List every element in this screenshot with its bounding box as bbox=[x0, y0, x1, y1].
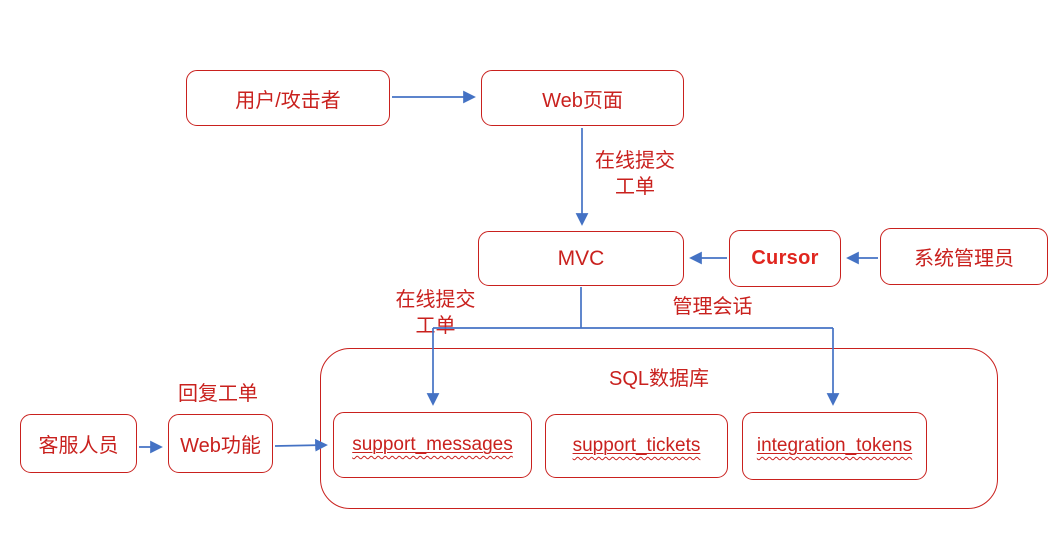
node-mvc-label: MVC bbox=[557, 246, 605, 270]
edge-label-manage-session: 管理会话 bbox=[672, 296, 753, 318]
arrow-webfunction-to-support-messages bbox=[274, 438, 328, 452]
edge-label-submit-ticket-mvc: 在线提交 工单 bbox=[395, 289, 476, 338]
node-support-staff-label: 客服人员 bbox=[38, 435, 119, 457]
node-user-attacker-label: 用户/攻击者 bbox=[235, 89, 341, 112]
node-support-tickets: support_tickets bbox=[545, 414, 728, 478]
node-sys-admin: 系统管理员 bbox=[880, 228, 1048, 285]
node-web-page-label: Web页面 bbox=[542, 89, 623, 112]
node-web-function-label: Web功能 bbox=[180, 435, 261, 457]
node-support-messages: support_messages bbox=[333, 412, 532, 478]
node-user-attacker: 用户/攻击者 bbox=[186, 70, 390, 126]
node-web-function: Web功能 bbox=[168, 414, 273, 473]
support-tickets-underline: support_tickets bbox=[573, 432, 701, 460]
node-support-tickets-label: support_tickets bbox=[572, 435, 701, 457]
sql-database-title: SQL数据库 bbox=[608, 368, 710, 390]
node-support-staff: 客服人员 bbox=[20, 414, 137, 473]
node-cursor-label: Cursor bbox=[751, 247, 819, 269]
node-support-messages-label: support_messages bbox=[352, 434, 513, 456]
node-integration-tokens-label: integration_tokens bbox=[756, 435, 913, 457]
edge-label-reply-ticket: 回复工单 bbox=[178, 383, 258, 405]
node-cursor: Cursor bbox=[729, 230, 841, 287]
node-mvc: MVC bbox=[478, 231, 684, 286]
integration-tokens-underline: integration_tokens bbox=[757, 432, 912, 460]
edge-label-submit-ticket-web: 在线提交 工单 bbox=[595, 150, 675, 199]
node-sys-admin-label: 系统管理员 bbox=[914, 248, 1014, 270]
support-messages-underline: support_messages bbox=[352, 431, 513, 459]
node-integration-tokens: integration_tokens bbox=[742, 412, 927, 480]
node-web-page: Web页面 bbox=[481, 70, 684, 126]
